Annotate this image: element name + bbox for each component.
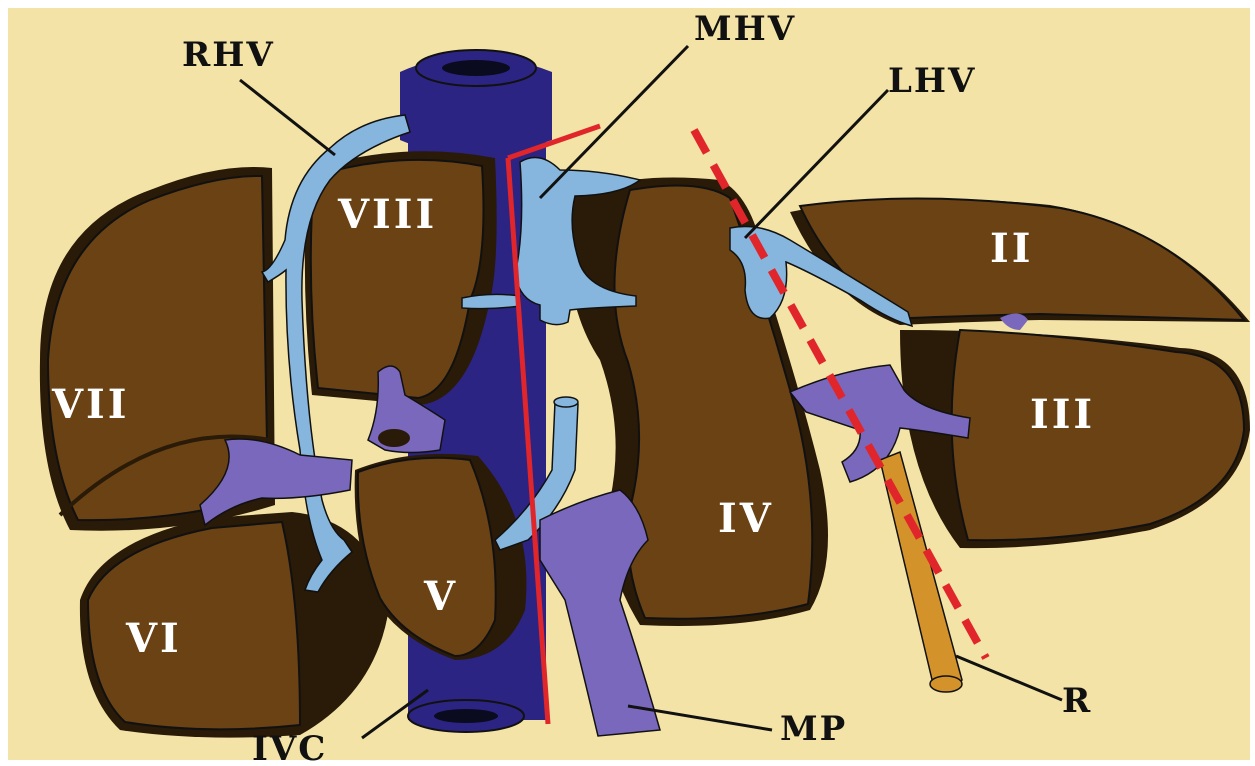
callout-lhv: LHV bbox=[888, 61, 976, 101]
callout-ivc: IVC bbox=[252, 729, 327, 766]
callout-mhv: MHV bbox=[694, 9, 796, 49]
segment-label-iii: III bbox=[1030, 391, 1095, 438]
segment-label-viii: VIII bbox=[337, 191, 437, 238]
segment-label-iv: IV bbox=[718, 495, 774, 542]
segment-label-vii: VII bbox=[51, 381, 129, 428]
callout-mp: MP bbox=[780, 709, 847, 749]
segment-label-ii: II bbox=[990, 225, 1033, 272]
callout-rhv: RHV bbox=[182, 35, 275, 75]
callout-r: R bbox=[1062, 681, 1092, 721]
segment-label-vi: VI bbox=[125, 615, 182, 662]
segment-label-v: V bbox=[423, 573, 458, 620]
segment-viii: VIII bbox=[305, 151, 497, 405]
